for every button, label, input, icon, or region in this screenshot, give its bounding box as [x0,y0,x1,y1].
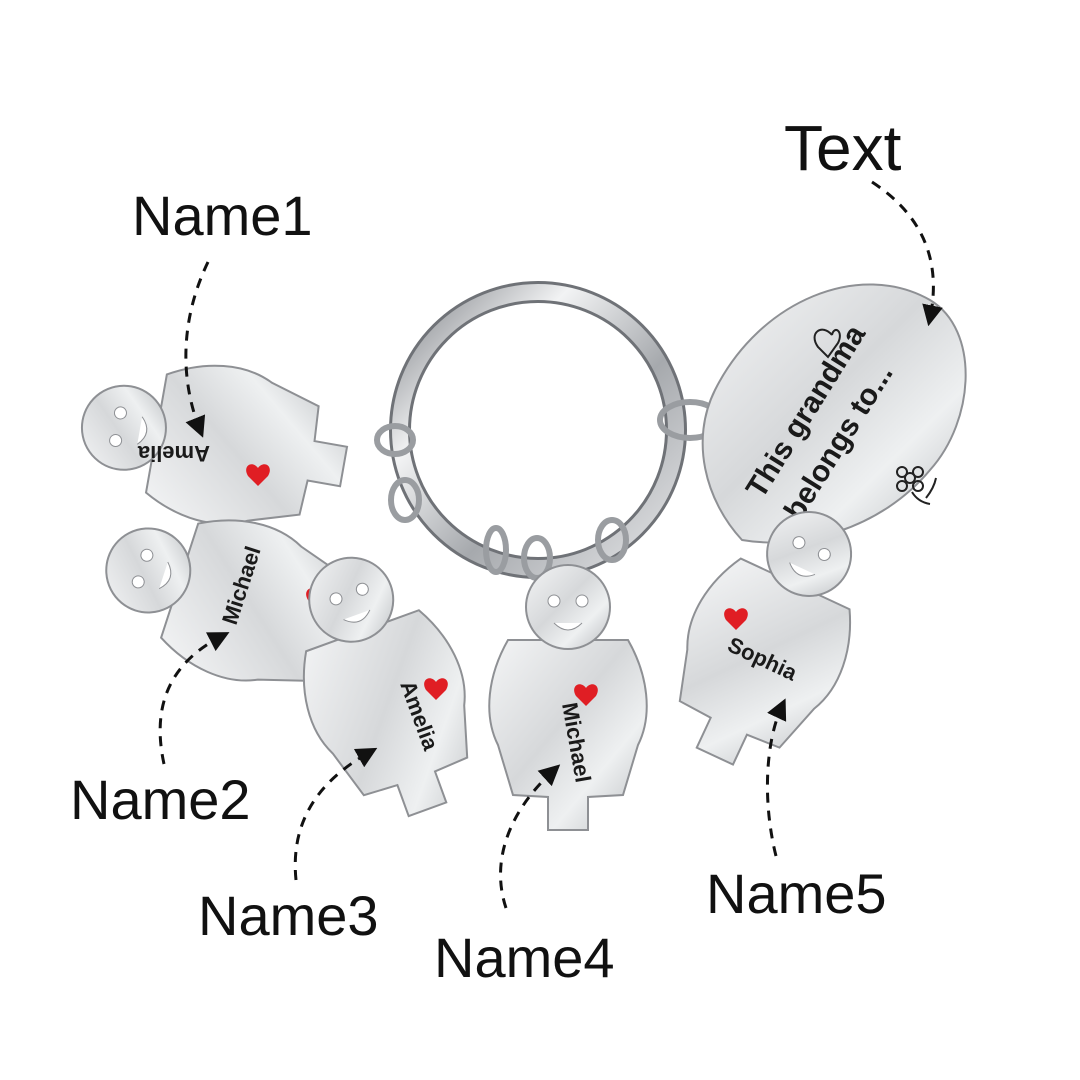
arrow-text [871,180,943,327]
callout-text: Text [784,112,902,184]
callout-arrows [158,180,943,909]
callout-name2: Name2 [70,768,251,831]
charm-1-name: Amelia [137,441,210,466]
arrow-name5 [765,698,787,857]
callout-name5: Name5 [706,862,887,925]
arrow-name3 [293,747,378,881]
arrow-name4 [499,764,561,909]
heart-tag: This grandma belongs to... [701,283,967,544]
charm-1 [80,364,349,525]
key-ring [389,281,687,579]
charm-1-heart-icon [246,464,270,486]
charm-5 [678,510,853,766]
callout-name3: Name3 [198,884,379,947]
charm-5-heart-icon [724,608,748,630]
charm-4 [488,564,648,831]
charm-4-heart-icon [574,684,598,706]
arrow-name1 [184,261,210,438]
callout-name1: Name1 [132,184,313,247]
engraved-heart-icon [813,328,841,359]
engraved-flower-icon [896,466,937,505]
charm-3-heart-icon [424,678,448,700]
arrow-name2 [158,632,230,765]
callout-name4: Name4 [434,926,615,989]
charm-3 [302,556,469,818]
